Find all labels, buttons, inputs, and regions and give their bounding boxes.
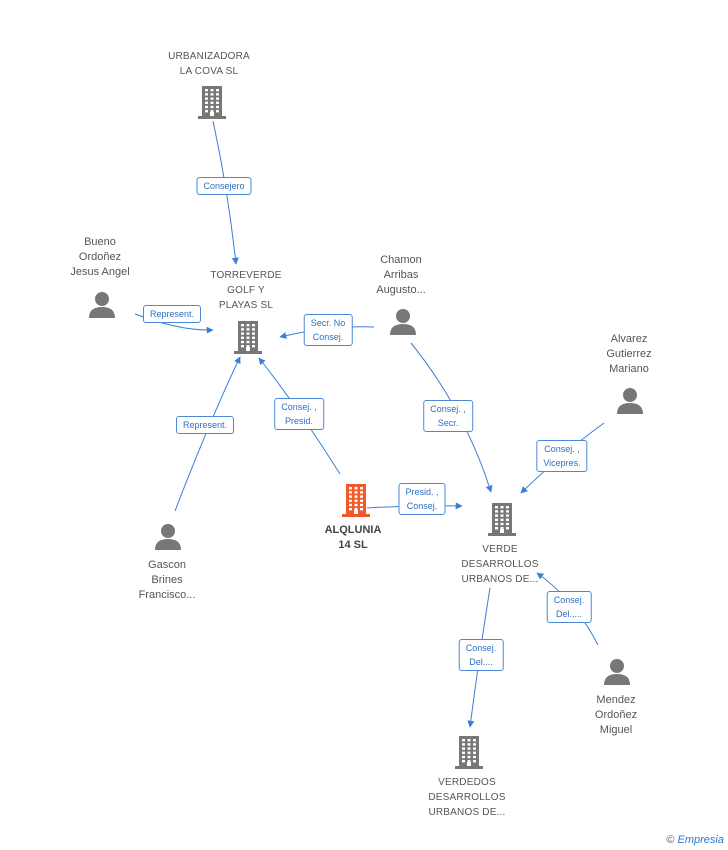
verde-label[interactable]: VERDE DESARROLLOS URBANOS DE...: [461, 544, 539, 585]
alvarez-person-icon[interactable]: [616, 387, 644, 415]
urbanizadora-label[interactable]: URBANIZADORA LA COVA SL: [168, 51, 250, 77]
bueno-label[interactable]: Bueno Ordoñez Jesus Angel: [70, 236, 130, 278]
edge-label-alqlunia-torreverde[interactable]: Consej. , Presid.: [274, 398, 324, 430]
edge-gascon-torreverde: [174, 356, 241, 512]
footer-brand[interactable]: © Empresia: [666, 834, 724, 846]
copyright-icon: ©: [666, 834, 675, 846]
bueno-person-icon[interactable]: [88, 291, 116, 319]
chamon-person-icon[interactable]: [389, 308, 417, 336]
gascon-person-icon[interactable]: [154, 523, 182, 551]
edge-label-verde-verdedos[interactable]: Consej. Del....: [458, 639, 504, 671]
edge-label-gascon-torreverde[interactable]: Represent.: [175, 416, 235, 434]
brand-name: Empresia: [677, 834, 724, 846]
edge-label-mendez-verde[interactable]: Consej. Del.,...: [546, 591, 592, 623]
edge-label-chamon-verde[interactable]: Consej. , Secr.: [423, 400, 473, 432]
verdedos-building-icon[interactable]: [453, 735, 485, 769]
alvarez-label[interactable]: Alvarez Gutierrez Mariano: [606, 333, 652, 375]
edge-label-urbanizadora-torreverde[interactable]: Consejero: [196, 177, 252, 195]
verdedos-label[interactable]: VERDEDOS DESARROLLOS URBANOS DE...: [428, 777, 506, 818]
torreverde-label[interactable]: TORREVERDE GOLF Y PLAYAS SL: [210, 270, 282, 311]
edge-label-alvarez-verde[interactable]: Consej. , Vicepres.: [536, 440, 588, 472]
alqlunia-label[interactable]: ALQLUNIA 14 SL: [324, 524, 382, 551]
gascon-label[interactable]: Gascon Brines Francisco...: [138, 559, 196, 601]
mendez-person-icon[interactable]: [603, 658, 631, 686]
edge-label-chamon-torreverde[interactable]: Secr. No Consej.: [303, 314, 353, 346]
alqlunia-building-icon[interactable]: [340, 483, 372, 517]
edge-label-alqlunia-verde[interactable]: Presid. , Consej.: [398, 483, 446, 515]
mendez-label[interactable]: Mendez Ordoñez Miguel: [594, 694, 638, 736]
urbanizadora-building-icon[interactable]: [196, 85, 228, 119]
edge-label-bueno-torreverde[interactable]: Represent.: [142, 305, 202, 323]
torreverde-building-icon[interactable]: [232, 320, 264, 354]
verde-building-icon[interactable]: [486, 502, 518, 536]
chamon-label[interactable]: Chamon Arribas Augusto...: [376, 254, 426, 296]
